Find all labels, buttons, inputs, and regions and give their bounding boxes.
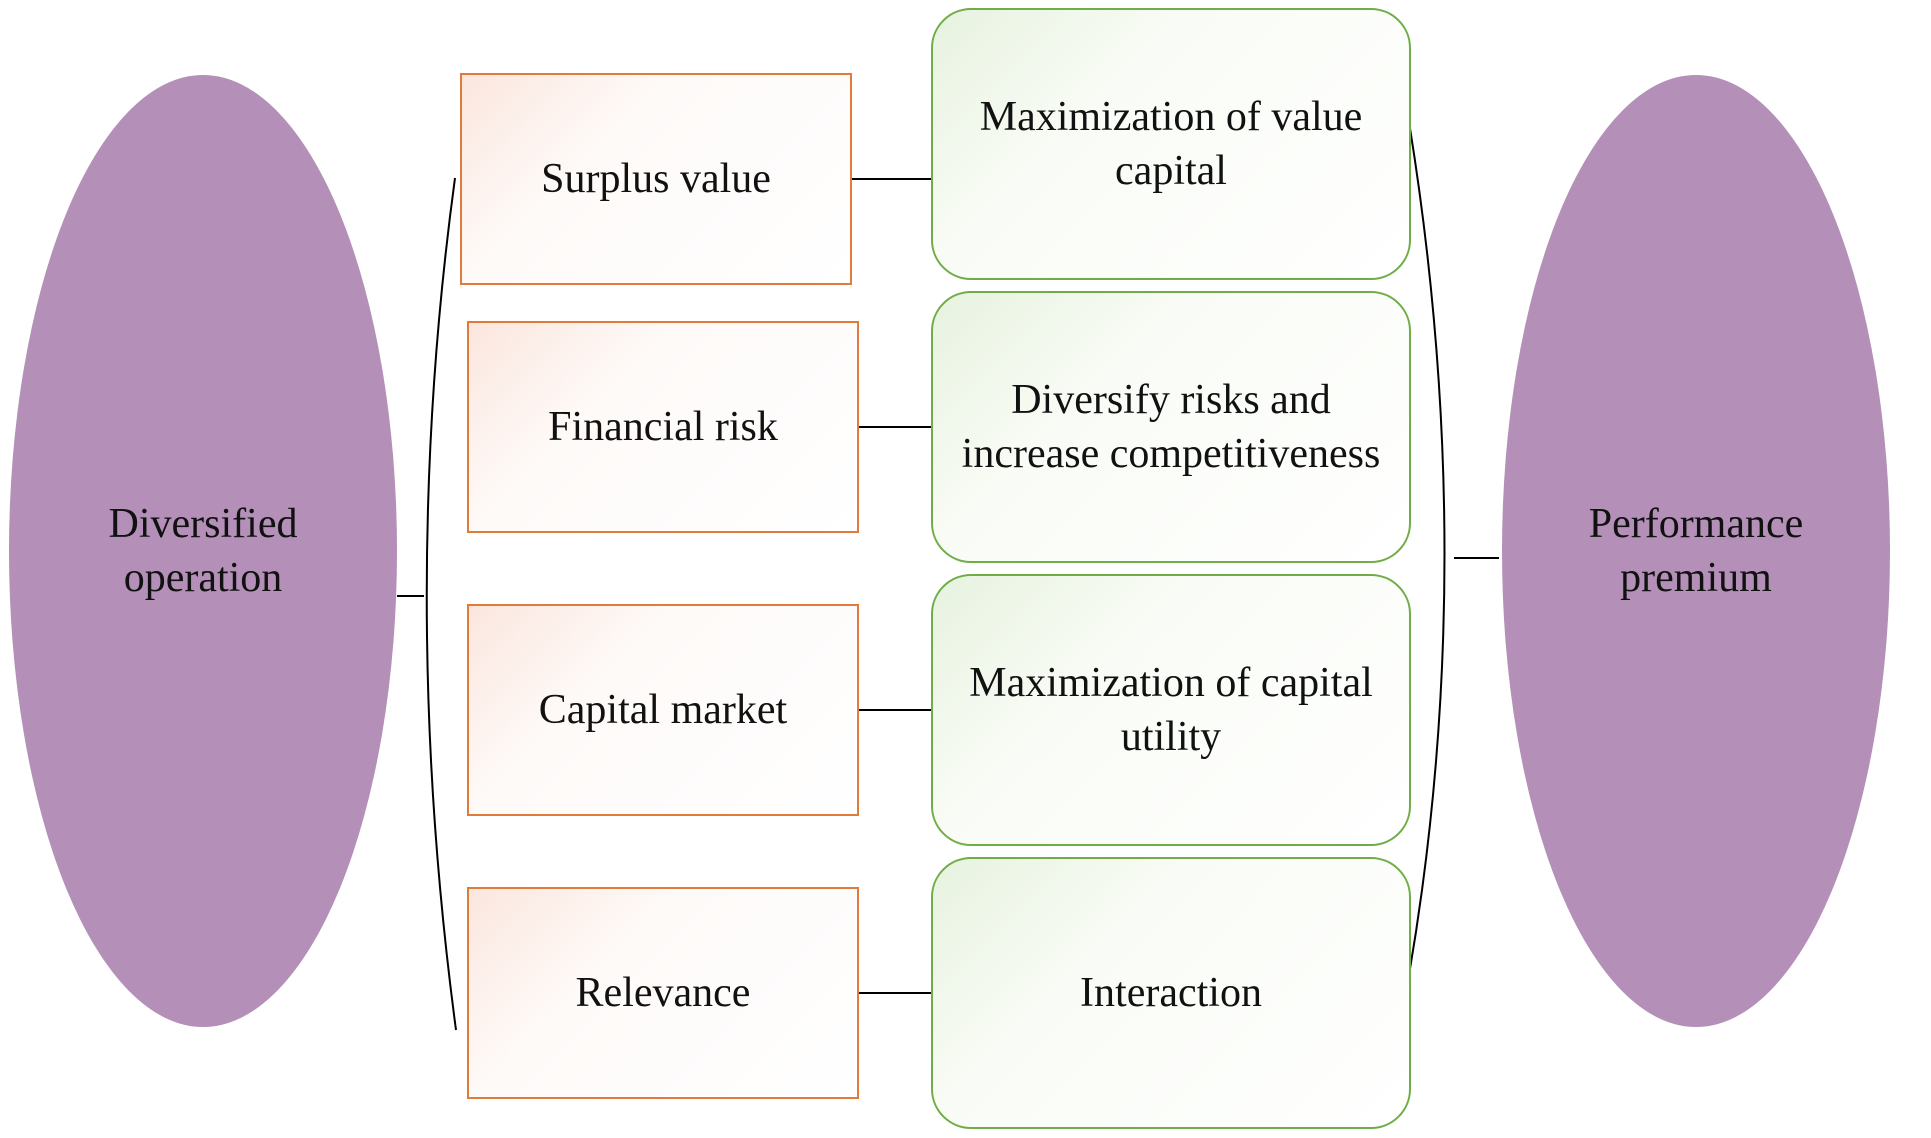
right-bracket [1408,121,1446,976]
diversified-operation-node: Diversified operation [9,75,397,1027]
factor-label: Capital market [538,687,788,733]
left-bracket [425,177,457,1031]
factor-box-capital-market: Capital market [467,604,859,816]
factor-box-surplus-value: Surplus value [460,73,852,285]
effect-label: Diversify risks and increase competitive… [961,377,1381,477]
factor-label: Financial risk [548,404,778,450]
effect-label: Maximization of value capital [979,94,1363,194]
effect-label: Maximization of capital utility [969,660,1373,760]
effect-box-maximization-of-value-capital: Maximization of value capital [931,8,1411,280]
factor-label: Relevance [575,970,751,1016]
factor-box-financial-risk: Financial risk [467,321,859,533]
factor-box-relevance: Relevance [467,887,859,1099]
effect-box-diversify-risks: Diversify risks and increase competitive… [931,291,1411,563]
performance-premium-node: Performance premium [1502,75,1890,1027]
effect-box-maximization-of-capital-utility: Maximization of capital utility [931,574,1411,846]
diversified-operation-label: Diversified operation [108,501,298,601]
performance-premium-label: Performance premium [1588,501,1804,601]
effect-box-interaction: Interaction [931,857,1411,1129]
effect-label: Interaction [1080,970,1262,1016]
factor-label: Surplus value [541,156,771,202]
